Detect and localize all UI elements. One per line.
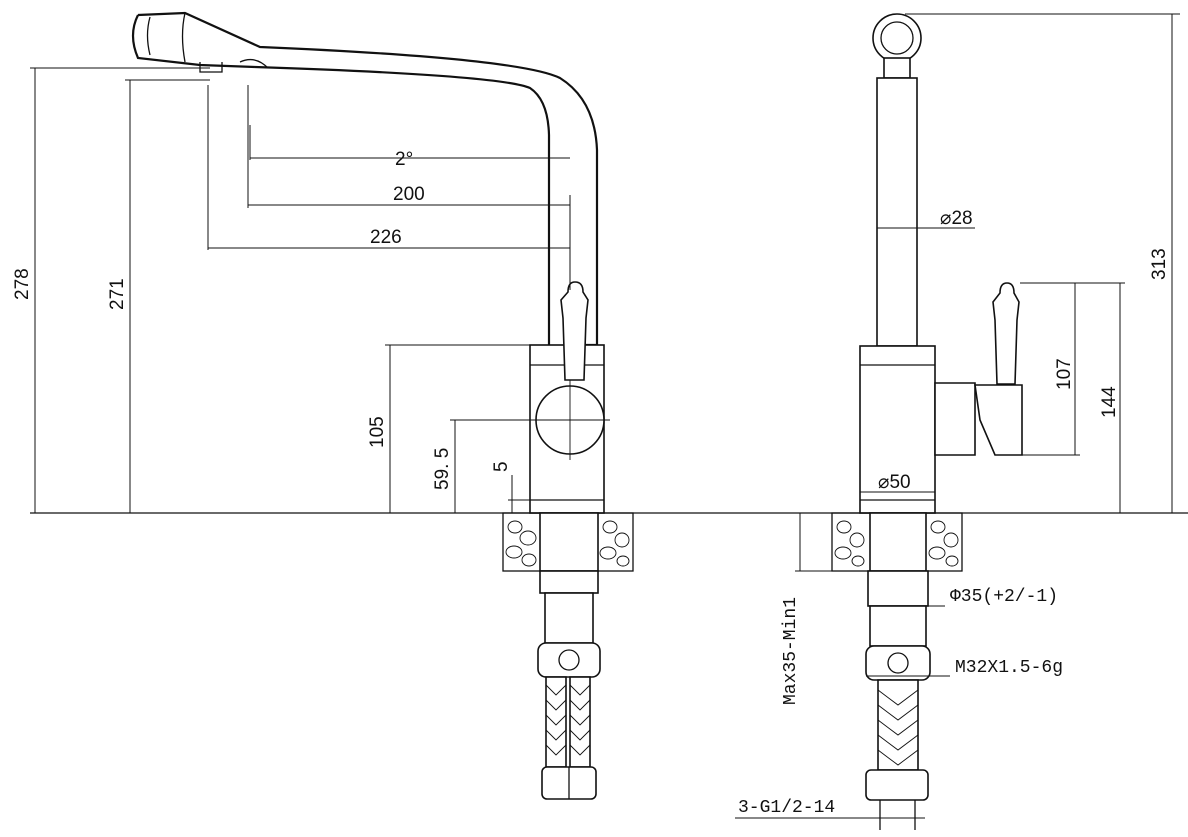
front-hose-nut-ring [887,652,909,674]
stone-pattern-right [599,520,630,567]
handle [560,281,589,381]
front-stone-left [834,520,865,567]
shank-tube [544,592,594,644]
side-dimensions: 278 271 2° 200 226 105 59. 5 [12,67,571,513]
dim-d28: ⌀28 [940,208,973,229]
dim-278: 278 [12,268,33,300]
spout-tip-line2 [181,12,186,63]
dim-thread: M32X1.5-6g [955,658,1063,678]
shank-top [539,512,599,572]
front-shank-nut [867,570,929,607]
dim-226: 226 [370,227,402,248]
dim-d50: ⌀50 [878,472,911,493]
hose-left [545,676,567,768]
dim-angle: 2° [395,149,413,170]
dim-200: 200 [393,184,425,205]
front-shank-tube [869,605,927,647]
side-view: 278 271 2° 200 226 105 59. 5 [12,11,1188,800]
dim-313: 313 [1149,248,1170,280]
dim-phi35: Φ35(+2/-1) [950,587,1058,607]
spout-tip [131,14,256,69]
front-shank-top [869,512,927,572]
handle-connector [934,382,976,456]
shank-nut [539,570,599,594]
dim-5: 5 [491,461,512,472]
dim-hose-thread: 3-G1/2-14 [738,798,835,818]
dim-271: 271 [107,278,128,310]
front-view: 313 ⌀28 107 144 ⌀50 Φ35(+2/-1) M32X1.5-6… [735,13,1180,830]
aerator-bump [239,58,269,69]
spout-tip-line1 [146,16,151,56]
hose-nut [537,642,601,678]
spout-column [876,77,918,347]
spout-outline [137,11,599,348]
spout-neck [883,57,911,79]
hose-nut-ring [558,649,580,671]
dim-107: 107 [1054,358,1075,390]
front-handle [992,282,1020,385]
handle-cartridge [974,384,1023,456]
spout-inner [254,65,551,345]
hose-braid [545,684,591,756]
dim-105: 105 [367,416,388,448]
dim-144: 144 [1099,386,1120,418]
front-hose-end [865,769,929,801]
spout-top-cap [872,13,922,63]
hose-right [569,676,591,768]
dim-59-5: 59. 5 [432,448,453,490]
front-hose-braid [877,689,919,766]
spout-top-inner [880,21,914,55]
stone-pattern-left [505,520,537,567]
aerator [199,62,223,73]
front-body [859,345,936,514]
front-dimensions: 313 ⌀28 107 144 ⌀50 Φ35(+2/-1) M32X1.5-6… [735,13,1180,819]
dim-counter: Max35-Min1 [781,597,801,705]
front-stone-right [928,520,959,567]
front-hose-nut [865,645,931,681]
